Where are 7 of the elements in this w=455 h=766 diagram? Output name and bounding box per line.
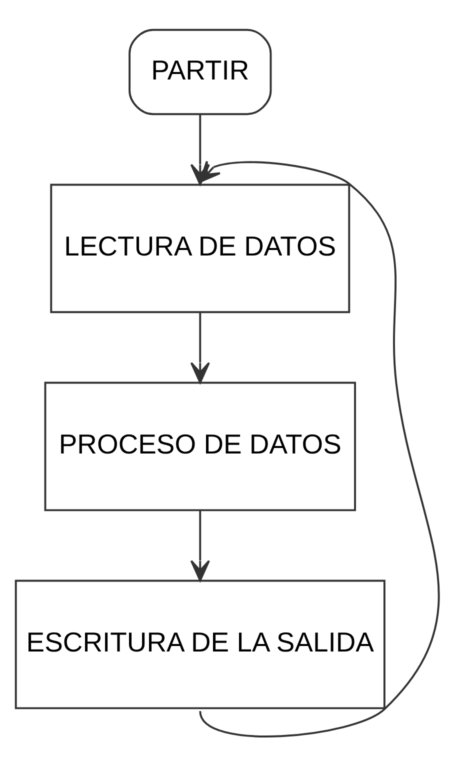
- arrow: [199, 160, 440, 737]
- node-box: LECTURA DE DATOS: [50, 183, 350, 313]
- node-box: ESCRITURA DE LA SALIDA: [14, 579, 386, 709]
- arrow: [190, 312, 210, 383]
- node-box: PARTIR: [128, 28, 272, 115]
- arrow: [190, 510, 210, 581]
- node-box: PROCESO DE DATOS: [44, 381, 356, 511]
